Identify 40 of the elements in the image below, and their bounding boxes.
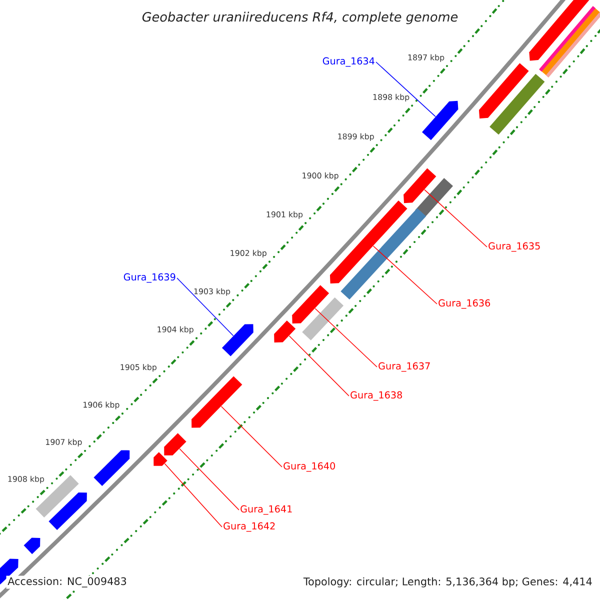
map-title: Geobacter uraniireducens Rf4, complete genome — [140, 10, 460, 26]
gene-label: Gura_1636 — [438, 299, 490, 309]
gene-bar — [490, 74, 545, 135]
leader-line — [288, 335, 350, 396]
gene-bar — [415, 178, 453, 218]
gene-label: Gura_1641 — [240, 505, 292, 515]
gene-label: Gura_1642 — [224, 522, 275, 532]
gene-label: Gura_1637 — [378, 362, 430, 372]
gene-feature — [154, 452, 168, 466]
leader-line — [314, 308, 378, 368]
gene-label: Gura_1635 — [488, 242, 540, 252]
leader-line — [176, 278, 234, 336]
gene-bar — [539, 6, 600, 78]
leader-line — [424, 189, 488, 248]
gene-bar — [340, 208, 426, 300]
gene-feature — [422, 100, 458, 140]
leader-line — [220, 406, 282, 468]
gene-feature — [330, 200, 408, 284]
gene-feature — [478, 63, 529, 118]
gene-label: Gura_1639 — [124, 273, 176, 283]
leader-line — [372, 246, 438, 304]
gene-label: Gura_1634 — [322, 57, 374, 67]
gene-feature — [48, 492, 87, 530]
gene-feature — [164, 433, 186, 456]
gene-label: Gura_1640 — [284, 462, 336, 472]
gene-feature — [404, 168, 436, 204]
info-text: Accession: NC_009483 — [6, 576, 128, 589]
gene-bar — [302, 297, 344, 340]
gene-feature — [222, 324, 254, 356]
gene-feature — [529, 0, 590, 61]
leader-line — [164, 463, 222, 528]
info-text: Topology: circular; Length: 5,136,364 bp; Genes: 4,414 — [302, 576, 594, 589]
gene-feature — [24, 538, 40, 554]
leader-line — [376, 62, 436, 117]
gene-feature — [94, 450, 130, 486]
leader-line — [179, 448, 240, 510]
gene-feature — [292, 285, 330, 324]
gene-label: Gura_1638 — [350, 391, 402, 401]
gene-feature — [192, 376, 242, 428]
gene-feature — [274, 320, 296, 342]
